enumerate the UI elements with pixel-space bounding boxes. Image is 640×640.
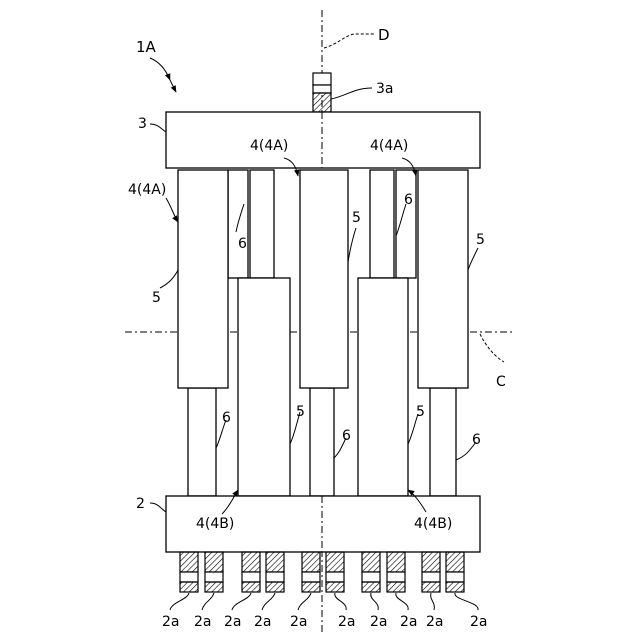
label-6-upper-right: 6: [404, 192, 413, 208]
label-2a: 2a: [194, 614, 212, 630]
label-2a: 2a: [370, 614, 388, 630]
upper-block-3: [166, 112, 480, 168]
pin-leader: [232, 593, 251, 610]
pin-leader: [170, 593, 189, 610]
label-2a: 2a: [162, 614, 180, 630]
pin-labels-2a: 2a 2a 2a 2a 2a 2a 2a 2a 2a 2a: [162, 593, 488, 630]
pin-2a: [242, 552, 260, 592]
label-2: 2: [136, 496, 145, 512]
pin-2a: [446, 552, 464, 592]
label-5-left: 5: [152, 290, 161, 306]
label-axis-d: D: [378, 26, 390, 44]
label-2a: 2a: [290, 614, 308, 630]
pin-2a: [387, 552, 405, 592]
label-4a-left: 4(4A): [128, 182, 166, 198]
pin-2a: [362, 552, 380, 592]
pin-leader: [455, 593, 478, 610]
label-2a: 2a: [400, 614, 418, 630]
pin-leader: [335, 593, 346, 610]
label-6-lower-center: 6: [342, 428, 351, 444]
label-2a: 2a: [254, 614, 272, 630]
label-4a-right: 4(4A): [370, 138, 408, 154]
pin-2a: [205, 552, 223, 592]
label-6-upper-left: 6: [238, 236, 247, 252]
pin-leader: [396, 593, 408, 610]
pin-2a: [422, 552, 440, 592]
label-4b-left: 4(4B): [196, 516, 234, 532]
label-1a: 1A: [136, 38, 157, 56]
label-5-center: 5: [352, 210, 361, 226]
label-5-lower-right: 5: [416, 404, 425, 420]
label-axis-c: C: [496, 374, 506, 390]
label-4a-center: 4(4A): [250, 138, 288, 154]
pin-leader: [298, 593, 311, 610]
upper-bodies-4a: [178, 170, 468, 388]
label-3: 3: [138, 116, 147, 132]
pin-2a: [266, 552, 284, 592]
label-6-lower-left: 6: [222, 410, 231, 426]
pin-2a: [180, 552, 198, 592]
pin-leader: [431, 593, 435, 610]
label-5-lower-left: 5: [296, 404, 305, 420]
upper-pin-3a: [313, 73, 331, 112]
label-2a: 2a: [470, 614, 488, 630]
pin-leader: [202, 593, 214, 610]
label-2a: 2a: [224, 614, 242, 630]
label-5-right: 5: [476, 232, 485, 248]
pin-leader: [371, 593, 378, 610]
label-3a: 3a: [376, 81, 394, 97]
pin-leader: [262, 593, 275, 610]
label-4b-right: 4(4B): [414, 516, 452, 532]
label-6-lower-right: 6: [472, 432, 481, 448]
label-2a: 2a: [426, 614, 444, 630]
pin-2a: [302, 552, 320, 592]
pin-2a: [326, 552, 344, 592]
label-2a: 2a: [338, 614, 356, 630]
